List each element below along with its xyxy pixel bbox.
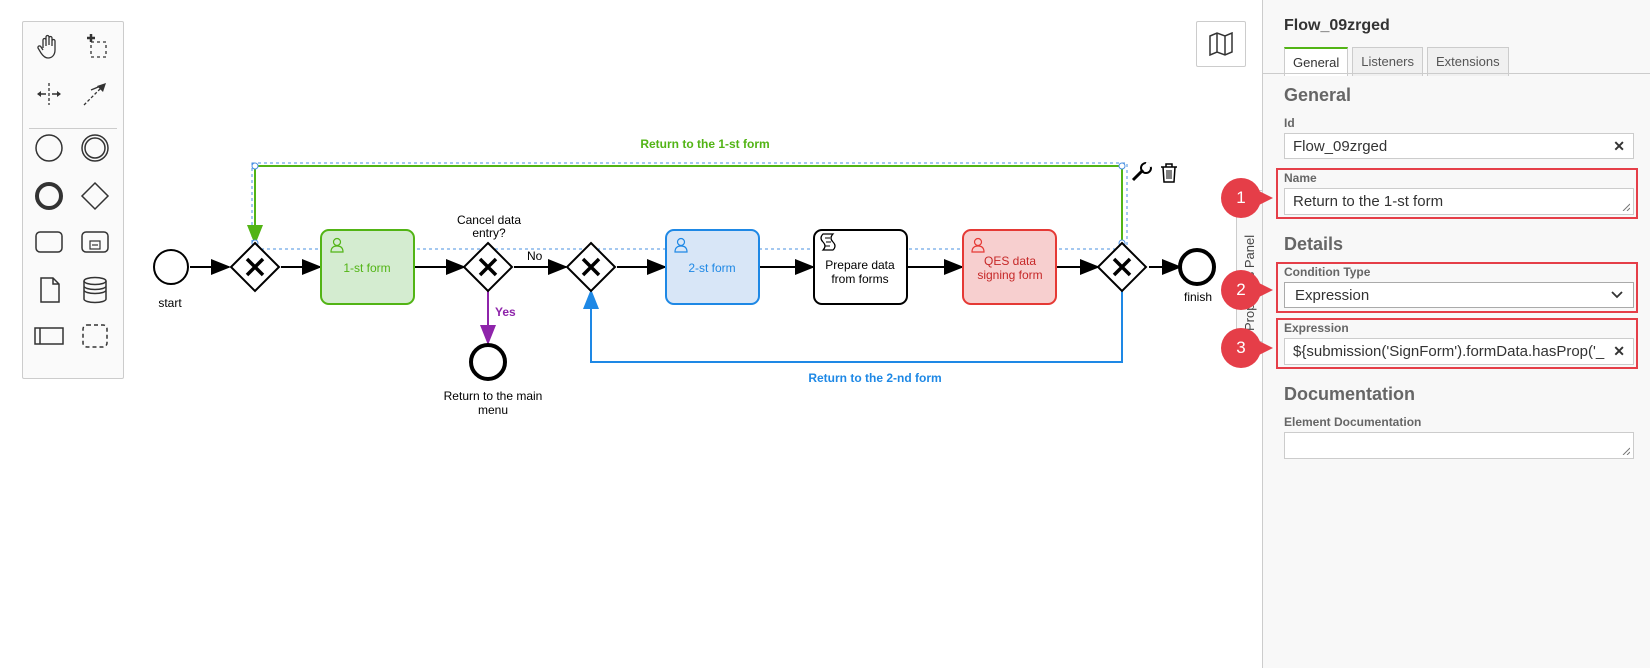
palette-separator — [29, 128, 117, 129]
tab-divider — [1263, 73, 1650, 74]
gateway-3[interactable] — [565, 241, 617, 293]
pool-icon[interactable] — [29, 316, 69, 356]
script-task-icon — [820, 233, 836, 251]
id-field[interactable]: Flow_09zrged ✕ — [1284, 133, 1634, 159]
gateway-4[interactable] — [1096, 241, 1148, 293]
tool-palette — [22, 21, 124, 379]
finish-label: finish — [1184, 290, 1212, 304]
user-task-icon — [674, 237, 688, 253]
start-event-icon[interactable] — [29, 128, 69, 168]
return-first-form-label: Return to the 1-st form — [640, 137, 769, 151]
return-main-label-line2: menu — [478, 403, 508, 417]
task-qes-label-line2: signing form — [977, 268, 1042, 282]
finish-end-event[interactable] — [1178, 248, 1216, 286]
space-tool-icon[interactable] — [29, 74, 69, 114]
name-value: Return to the 1-st form — [1293, 193, 1444, 210]
return-second-form-flow[interactable] — [583, 289, 1123, 363]
callout-badge-1: 1 — [1221, 178, 1273, 218]
gateway-label-line1: Cancel data — [457, 213, 521, 227]
return-first-form-flow[interactable] — [247, 165, 1123, 245]
tab-extensions[interactable]: Extensions — [1427, 47, 1509, 76]
map-icon — [1209, 32, 1233, 56]
end-event-icon[interactable] — [29, 176, 69, 216]
global-connect-tool-icon[interactable] — [75, 74, 115, 114]
gateway-icon[interactable] — [75, 176, 115, 216]
task-qes-signing[interactable]: QES data signing form — [962, 229, 1057, 305]
gateway-1[interactable] — [229, 241, 281, 293]
condition-type-label: Condition Type — [1284, 265, 1371, 279]
hand-tool-icon[interactable] — [29, 26, 69, 66]
resize-handle-icon — [1622, 447, 1630, 455]
id-label: Id — [1284, 116, 1295, 130]
resize-handle-icon — [1622, 203, 1630, 211]
highlight-name — [1276, 168, 1638, 219]
condition-type-value: Expression — [1295, 286, 1370, 304]
group-icon[interactable] — [75, 316, 115, 356]
highlight-condition-type — [1276, 262, 1638, 313]
gateway-cancel[interactable] — [462, 241, 514, 293]
callout-badge-2: 2 — [1221, 270, 1273, 310]
task-icon[interactable] — [29, 222, 69, 262]
task-first-form-label: 1-st form — [343, 261, 390, 275]
highlight-expression — [1276, 318, 1638, 369]
general-group-header: General — [1284, 85, 1352, 105]
return-second-form-label: Return to the 2-nd form — [808, 371, 941, 385]
wrench-icon[interactable] — [1131, 161, 1153, 182]
subprocess-icon[interactable] — [75, 222, 115, 262]
expression-label: Expression — [1284, 321, 1349, 335]
name-field[interactable]: Return to the 1-st form — [1284, 188, 1634, 215]
bpmn-canvas[interactable]: start Cancel data entry? No Yes 1-st for… — [0, 0, 1262, 668]
minimap-toggle[interactable] — [1196, 21, 1246, 67]
id-clear-icon[interactable]: ✕ — [1613, 138, 1625, 154]
no-label: No — [527, 249, 543, 263]
task-second-form[interactable]: 2-st form — [665, 229, 760, 305]
name-label: Name — [1284, 171, 1317, 185]
start-label: start — [158, 296, 182, 310]
expression-value: ${submission('SignForm').formData.hasPro… — [1293, 343, 1605, 360]
element-documentation-field[interactable] — [1284, 432, 1634, 459]
expression-field[interactable]: ${submission('SignForm').formData.hasPro… — [1284, 338, 1634, 365]
intermediate-event-icon[interactable] — [75, 128, 115, 168]
panel-title: Flow_09zrged — [1284, 17, 1390, 34]
task-prepare-data[interactable]: Prepare data from forms — [813, 229, 908, 305]
details-group-header: Details — [1284, 234, 1344, 254]
lasso-tool-icon[interactable] — [75, 26, 115, 66]
return-main-end-event[interactable] — [469, 343, 507, 381]
task-second-form-label: 2-st form — [688, 261, 735, 275]
documentation-group-header: Documentation — [1284, 384, 1416, 404]
panel-tabs: General Listeners Extensions — [1284, 47, 1509, 76]
task-prepare-label-line1: Prepare data — [825, 258, 895, 272]
return-main-label-line1: Return to the main — [444, 389, 543, 403]
data-object-icon[interactable] — [29, 270, 69, 310]
task-prepare-label-line2: from forms — [831, 272, 888, 286]
expression-clear-icon[interactable]: ✕ — [1613, 343, 1625, 359]
properties-panel: Flow_09zrged General Listeners Extension… — [1262, 0, 1650, 668]
user-task-icon — [971, 237, 985, 253]
tab-general[interactable]: General — [1284, 47, 1349, 76]
start-event[interactable] — [153, 249, 189, 285]
id-value: Flow_09zrged — [1293, 137, 1388, 155]
task-first-form[interactable]: 1-st form — [320, 229, 415, 305]
element-documentation-label: Element Documentation — [1284, 415, 1422, 429]
condition-type-select[interactable]: Expression — [1284, 282, 1634, 308]
callout-badge-3: 3 — [1221, 328, 1273, 368]
chevron-down-icon — [1611, 291, 1623, 299]
trash-icon[interactable] — [1161, 163, 1177, 183]
data-store-icon[interactable] — [75, 270, 115, 310]
tab-listeners[interactable]: Listeners — [1352, 47, 1423, 76]
gateway-label-line2: entry? — [472, 226, 506, 240]
user-task-icon — [330, 237, 344, 253]
yes-label: Yes — [495, 305, 516, 319]
task-qes-label-line1: QES data — [984, 254, 1036, 268]
